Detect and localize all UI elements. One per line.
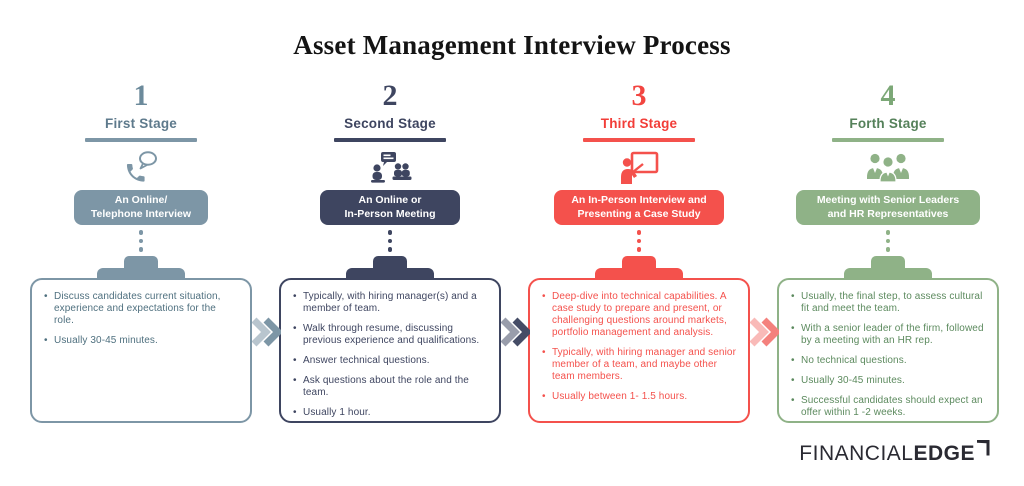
stage-3-card: Deep-dive into technical capabilities. A… [528, 278, 750, 424]
panel-interview-icon [368, 150, 412, 186]
stage-2-card-tab [373, 256, 407, 269]
page-title: Asset Management Interview Process [293, 30, 731, 60]
stage-1-bullet-list: Discuss candidates current situation, ex… [44, 291, 238, 347]
bullet-item: Usually, the final step, to assess cultu… [791, 291, 985, 315]
team-icon [865, 150, 911, 186]
stage-2-number: 2 [382, 79, 398, 112]
stage-3-label-box: An In-Person Interview and Presenting a … [554, 190, 724, 226]
stage-1-title: First Stage [105, 116, 177, 131]
logo-edge-text: EDGE [913, 442, 975, 465]
stage-2-connector-dots [387, 230, 393, 252]
stage-2-bullet-list: Typically, with hiring manager(s) and a … [293, 291, 487, 419]
stage-4-number: 4 [880, 79, 896, 112]
stage-3-divider [583, 138, 695, 142]
stage-4-title: Forth Stage [849, 116, 927, 131]
stage-1-card-tab-base [97, 268, 185, 279]
stage-3-title: Third Stage [600, 116, 678, 131]
stage-1-number: 1 [133, 79, 149, 112]
stage-1-column: 1 First Stage An Online/ Telephone Inter… [30, 79, 281, 424]
stage-2-card-tab-base [346, 268, 434, 279]
bullet-item: No technical questions. [791, 355, 985, 367]
next-stage-chevron-icon [251, 315, 281, 349]
bullet-item: Deep-dive into technical capabilities. A… [542, 291, 736, 339]
stage-3-label-line2: Presenting a Case Study [577, 207, 701, 220]
bullet-item: Ask questions about the role and the tea… [293, 375, 487, 399]
bullet-item: Answer technical questions. [293, 355, 487, 367]
stage-1-label-line1: An Online/ [114, 194, 168, 206]
stage-2-card: Typically, with hiring manager(s) and a … [279, 278, 501, 424]
stage-3-label-line1: An In-Person Interview and [571, 194, 707, 206]
stage-3-card-tab [622, 256, 656, 269]
stage-2-title: Second Stage [344, 116, 436, 131]
bullet-item: Usually 1 hour. [293, 407, 487, 419]
stage-1-divider [85, 138, 197, 142]
bullet-item: Usually between 1- 1.5 hours. [542, 391, 736, 403]
stage-1-connector-dots [138, 230, 144, 252]
bullet-item: Typically, with hiring manager and senio… [542, 347, 736, 383]
stage-3-number: 3 [631, 79, 647, 112]
stage-2-label-line1: An Online or [358, 194, 422, 206]
bullet-item: Typically, with hiring manager(s) and a … [293, 291, 487, 315]
stage-3-card-tab-base [595, 268, 683, 279]
bullet-item: Discuss candidates current situation, ex… [44, 291, 238, 327]
stage-2-label-box: An Online or In-Person Meeting [320, 190, 460, 226]
logo-financial-text: FINANCIAL [799, 442, 914, 465]
stage-4-divider [832, 138, 944, 142]
bullet-item: Successful candidates should expect an o… [791, 395, 985, 419]
next-stage-chevron-icon [749, 315, 779, 349]
logo-corner-bracket-icon [977, 439, 990, 460]
stage-4-card-tab [871, 256, 905, 269]
bullet-item: Walk through resume, discussing previous… [293, 323, 487, 347]
next-stage-chevron-icon [500, 315, 530, 349]
stage-1-label-box: An Online/ Telephone Interview [74, 190, 208, 226]
stage-4-bullet-list: Usually, the final step, to assess cultu… [791, 291, 985, 419]
phone-chat-icon [121, 150, 161, 186]
presentation-icon [619, 150, 659, 186]
stage-4-label-box: Meeting with Senior Leaders and HR Repre… [796, 190, 980, 226]
stage-3-bullet-list: Deep-dive into technical capabilities. A… [542, 291, 736, 403]
stage-3-connector-dots [636, 230, 642, 252]
stage-2-divider [334, 138, 446, 142]
bullet-item: Usually 30-45 minutes. [791, 375, 985, 387]
stage-1-card-tab [124, 256, 158, 269]
stage-4-card-tab-base [844, 268, 932, 279]
stage-4-label-line1: Meeting with Senior Leaders [816, 194, 960, 206]
stage-1-label-line2: Telephone Interview [90, 207, 192, 220]
stage-2-label-line2: In-Person Meeting [344, 207, 436, 220]
stage-4-connector-dots [885, 230, 891, 252]
stage-2-column: 2 Second Stage An Online or In-Person Me… [279, 79, 530, 424]
bullet-item: With a senior leader of the firm, follow… [791, 323, 985, 347]
bullet-item: Usually 30-45 minutes. [44, 335, 238, 347]
stage-4-label-line2: and HR Representatives [827, 207, 949, 220]
process-columns: 1 First Stage An Online/ Telephone Inter… [0, 79, 1024, 424]
stage-4-column: 4 Forth Stage Meeting with Senior Leader… [777, 79, 999, 424]
stage-1-card: Discuss candidates current situation, ex… [30, 278, 252, 424]
stage-4-card: Usually, the final step, to assess cultu… [777, 278, 999, 424]
stage-3-column: 3 Third Stage An In-Person Interview and… [528, 79, 779, 424]
